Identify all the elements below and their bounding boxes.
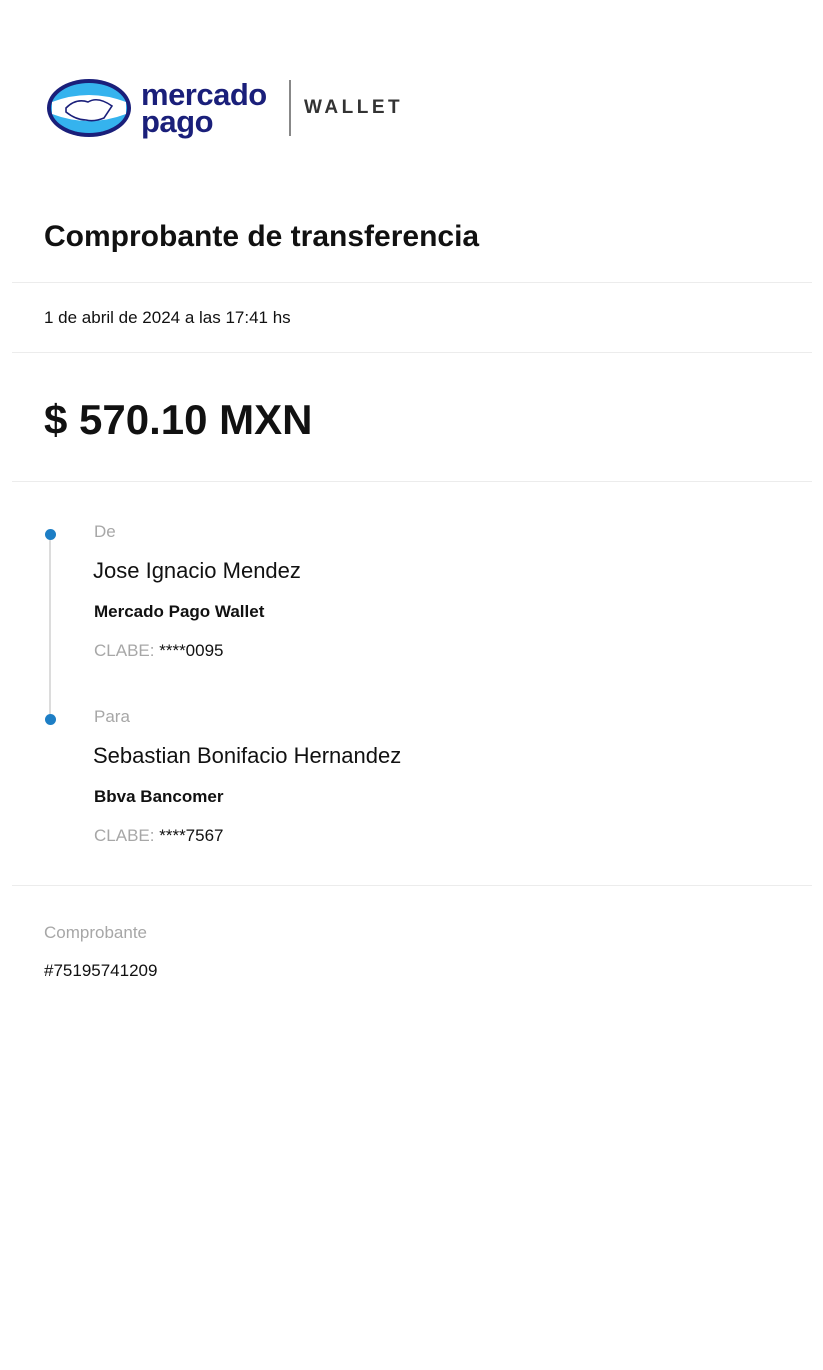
receipt-label: Comprobante	[44, 923, 148, 942]
divider	[12, 282, 812, 283]
timeline-dot-from	[45, 529, 56, 540]
logo-text-pago: pago	[141, 104, 214, 139]
to-name: Sebastian Bonifacio Hernandez	[93, 743, 402, 768]
from-bank: Mercado Pago Wallet	[94, 602, 265, 621]
receipt-number: #75195741209	[44, 961, 158, 980]
from-name: Jose Ignacio Mendez	[93, 558, 301, 583]
clabe-label: CLABE:	[94, 826, 155, 845]
clabe-value: ****7567	[159, 826, 224, 845]
from-clabe: CLABE: ****0095	[94, 641, 224, 661]
timeline-line	[49, 535, 51, 719]
logo-divider	[289, 80, 291, 136]
clabe-value: ****0095	[159, 641, 224, 660]
page-title: Comprobante de transferencia	[44, 220, 480, 253]
mercado-pago-logo: mercado pago WALLET	[46, 78, 406, 140]
to-clabe: CLABE: ****7567	[94, 826, 224, 846]
divider	[12, 352, 812, 353]
to-bank: Bbva Bancomer	[94, 787, 224, 806]
divider	[12, 885, 812, 886]
transfer-date: 1 de abril de 2024 a las 17:41 hs	[44, 308, 291, 327]
handshake-icon	[47, 79, 131, 137]
clabe-label: CLABE:	[94, 641, 155, 660]
transfer-amount: $ 570.10 MXN	[44, 396, 313, 443]
divider	[12, 481, 812, 482]
logo-text-mercado: mercado	[141, 77, 267, 112]
from-label: De	[94, 522, 116, 541]
to-label: Para	[94, 707, 130, 726]
wallet-label: WALLET	[304, 97, 404, 118]
timeline-dot-to	[45, 714, 56, 725]
